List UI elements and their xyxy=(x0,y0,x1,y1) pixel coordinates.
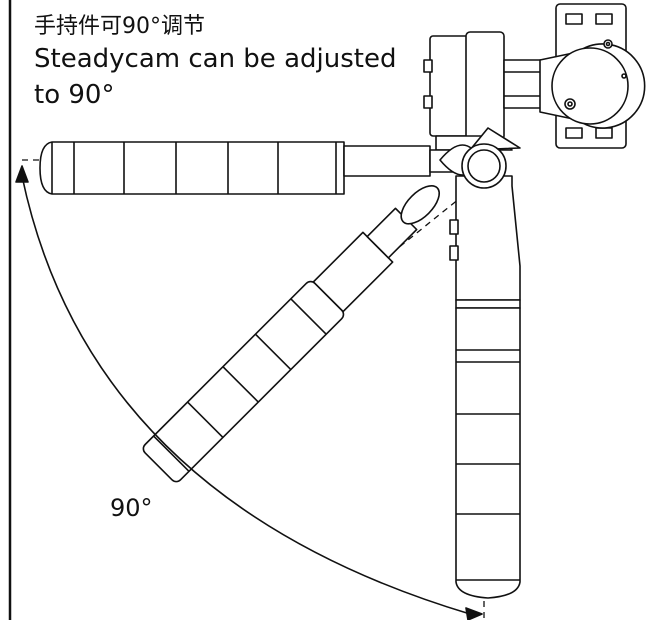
handle-vertical xyxy=(449,175,521,599)
arc-arrowhead-bottom xyxy=(465,607,483,620)
pivot-joint xyxy=(461,143,507,189)
gimbal-head xyxy=(423,3,646,151)
handle-horizontal xyxy=(39,141,481,195)
caption-chinese: 手持件可90°调节 xyxy=(34,14,205,39)
angle-label: 90° xyxy=(110,494,153,522)
handle-diagonal xyxy=(142,185,440,483)
rotation-arc xyxy=(21,175,471,615)
arc-arrowhead-top xyxy=(15,165,29,183)
caption-english-line1: Steadycam can be adjusted xyxy=(34,44,397,74)
caption-english-line2: to 90° xyxy=(34,80,115,110)
